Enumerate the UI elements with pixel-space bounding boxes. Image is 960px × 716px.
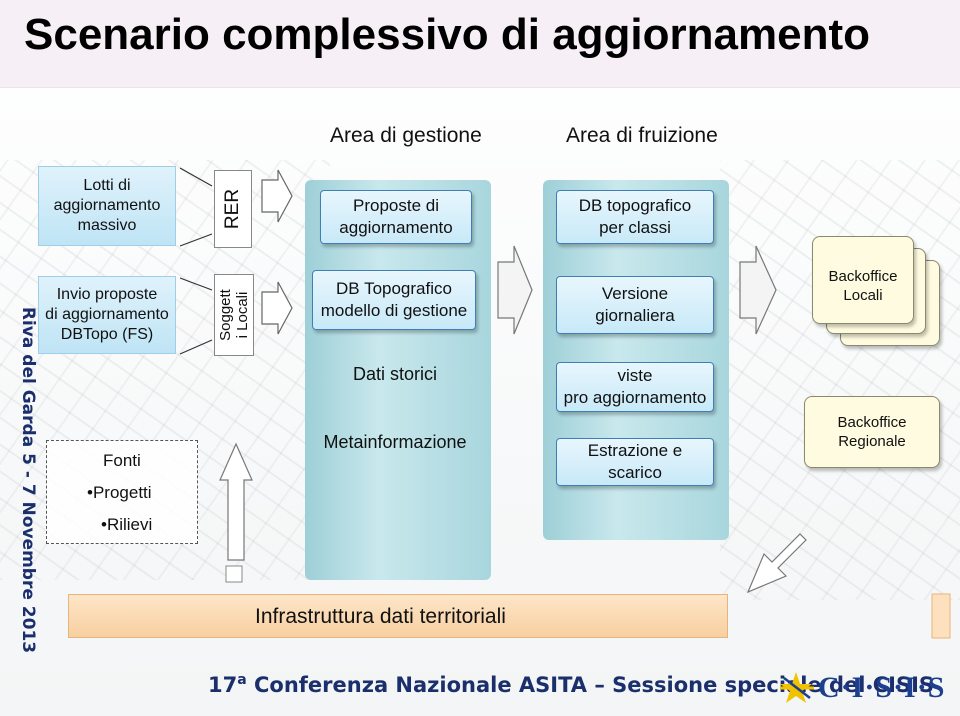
proposte-line-1: Proposte di: [353, 196, 439, 215]
header-area-gestione: Area di gestione: [330, 124, 482, 147]
fonti-title: Fonti: [103, 451, 141, 470]
invio-line-3: DBTopo (FS): [60, 326, 154, 343]
label-metainformazione: Metainformazione: [323, 432, 467, 452]
infrastructure-bar: Infrastruttura dati territoriali: [68, 594, 728, 638]
estrazione-line-2: scarico: [608, 463, 662, 482]
footer-conference-text: Conferenza Nazionale ASITA – Sessione sp…: [246, 673, 935, 697]
arrow-rer-right-icon: [261, 169, 293, 223]
box-backoffice-locali: Backoffice Locali: [812, 236, 914, 324]
infra-bar-end: [931, 593, 951, 639]
footer-edition-sup: a: [237, 672, 247, 688]
versione-line-2: giornaliera: [595, 306, 675, 325]
bo-regionale-line-2: Regionale: [838, 433, 906, 450]
fonti-item-rilievi: •Rilievi: [101, 515, 153, 534]
title-bar: [0, 0, 960, 88]
arrow-gestione-fruizione-icon: [497, 245, 533, 335]
invio-line-1: Invio proposte: [56, 286, 158, 303]
bo-locali-line-1: Backoffice: [828, 268, 898, 285]
footer-edition-number: 17: [208, 673, 238, 697]
cisis-logo-text: C·I·S·I·S: [818, 671, 946, 704]
connector-invio-bottom: [179, 339, 213, 355]
box-invio-proposte: Invio proposte di aggiornamento DBTopo (…: [38, 276, 176, 354]
box-backoffice-regionale: Backoffice Regionale: [804, 396, 940, 468]
fonti-item-progetti: •Progetti: [87, 483, 152, 502]
viste-line-2: pro aggiornamento: [563, 388, 707, 407]
box-estrazione-scarico: Estrazione e scarico: [556, 438, 714, 486]
box-proposte-aggiornamento: Proposte di aggiornamento: [320, 190, 472, 244]
connector-invio-top: [179, 277, 213, 291]
arrow-fruizione-backoffice-icon: [739, 245, 777, 335]
side-date-label: Riva del Garda 5 - 7 Novembre 2013: [18, 306, 38, 654]
arrow-fonti-up-icon: [219, 442, 253, 561]
arrow-soggetti-right-icon: [261, 281, 293, 335]
box-db-per-classi: DB topografico per classi: [556, 190, 714, 244]
side-date-label-wrap: Riva del Garda 5 - 7 Novembre 2013: [14, 307, 42, 653]
footer-conference: 17a Conferenza Nazionale ASITA – Session…: [208, 672, 934, 697]
db-classi-line-1: DB topografico: [578, 196, 692, 215]
infrastructure-label: Infrastruttura dati territoriali: [255, 605, 506, 628]
invio-line-2: di aggiornamento: [45, 306, 169, 323]
bo-regionale-line-1: Backoffice: [837, 414, 907, 431]
box-soggetti-locali: Soggett i Locali: [214, 274, 254, 356]
box-versione-giornaliera: Versione giornaliera: [556, 276, 714, 334]
proposte-line-2: aggiornamento: [339, 218, 453, 237]
db-topo-line-2: modello di gestione: [320, 301, 468, 320]
arrow-diagonal-icon: [746, 533, 807, 594]
label-dati-storici: Dati storici: [352, 364, 437, 384]
viste-line-1: viste: [617, 366, 653, 385]
cisis-logo-icon: [780, 672, 814, 703]
lotti-line-3: massivo: [77, 217, 137, 234]
box-rer: RER: [214, 170, 252, 248]
box-lotti-aggiornamento: Lotti di aggiornamento massivo: [38, 166, 176, 246]
db-topo-line-1: DB Topografico: [336, 279, 452, 298]
connector-lotti-bottom: [179, 233, 213, 247]
connector-lotti-top: [179, 167, 213, 187]
db-classi-line-2: per classi: [599, 218, 671, 237]
estrazione-line-1: Estrazione e: [587, 441, 683, 460]
map-background-right: [720, 160, 960, 600]
slide-title: Scenario complessivo di aggiornamento: [24, 10, 870, 59]
arrow-fonti-base-icon: [225, 565, 243, 583]
cylinder-gestione: [305, 180, 491, 580]
box-fonti: Fonti •Progetti •Rilievi: [46, 440, 198, 544]
versione-line-1: Versione: [601, 284, 669, 303]
header-area-fruizione: Area di fruizione: [566, 124, 718, 147]
bo-locali-line-2: Locali: [843, 287, 883, 304]
box-db-topografico: DB Topografico modello di gestione: [312, 270, 476, 330]
lotti-line-2: aggiornamento: [53, 197, 161, 214]
lotti-line-1: Lotti di: [83, 177, 131, 194]
box-viste: viste pro aggiornamento: [556, 362, 714, 412]
